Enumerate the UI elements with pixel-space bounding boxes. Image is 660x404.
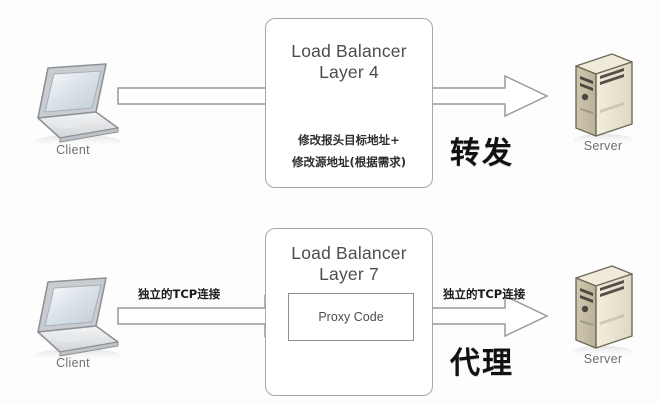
tcp-link-label-right: 独立的TCP连接 [443,287,526,301]
proxy-code-label: Proxy Code [318,310,384,324]
client-top-laptop [22,62,124,144]
server-tower-icon [575,53,633,137]
lb-layer4-title: Load Balancer Layer 4 [266,41,432,83]
lb-layer4-notes: 修改报头目标地址+ 修改源地址(根据需求) [266,129,432,173]
action-label-proxy: 代理 [450,346,514,381]
load-balancer-layer4-box: Load Balancer Layer 4 修改报头目标地址+ 修改源地址(根据… [265,18,433,188]
lb-layer7-title-line2: Layer 7 [319,264,379,284]
lb-layer4-title-line1: Load Balancer [291,41,407,61]
server-top-label: Server [583,139,623,153]
lb-layer4-note-2: 修改源地址(根据需求) [291,155,406,169]
server-top-shadow [573,134,633,146]
lb-layer7-title-line1: Load Balancer [291,243,407,263]
client-bottom-shadow [34,349,122,363]
server-tower-icon [575,265,633,349]
lb-layer4-note-1: 修改报头目标地址+ [298,133,400,147]
laptop-icon [37,63,119,143]
arrow-layer7-client-to-proxy [117,294,290,338]
server-bottom-label: Server [583,352,623,366]
load-balancer-layer7-box: Load Balancer Layer 7 Proxy Code [265,228,433,396]
client-bottom-laptop [22,276,124,358]
tcp-link-label-left: 独立的TCP连接 [138,287,221,301]
client-top-shadow [34,135,122,149]
server-top-tower [566,50,640,142]
client-top-label: Client [56,143,90,157]
proxy-code-box: Proxy Code [288,293,414,341]
laptop-icon [37,277,119,357]
lb-layer4-title-line2: Layer 4 [319,62,379,82]
server-bottom-tower [566,262,640,354]
client-bottom-label: Client [56,356,90,370]
server-bottom-shadow [573,346,633,358]
lb-layer7-title: Load Balancer Layer 7 [266,243,432,285]
action-label-forward: 转发 [450,136,514,171]
